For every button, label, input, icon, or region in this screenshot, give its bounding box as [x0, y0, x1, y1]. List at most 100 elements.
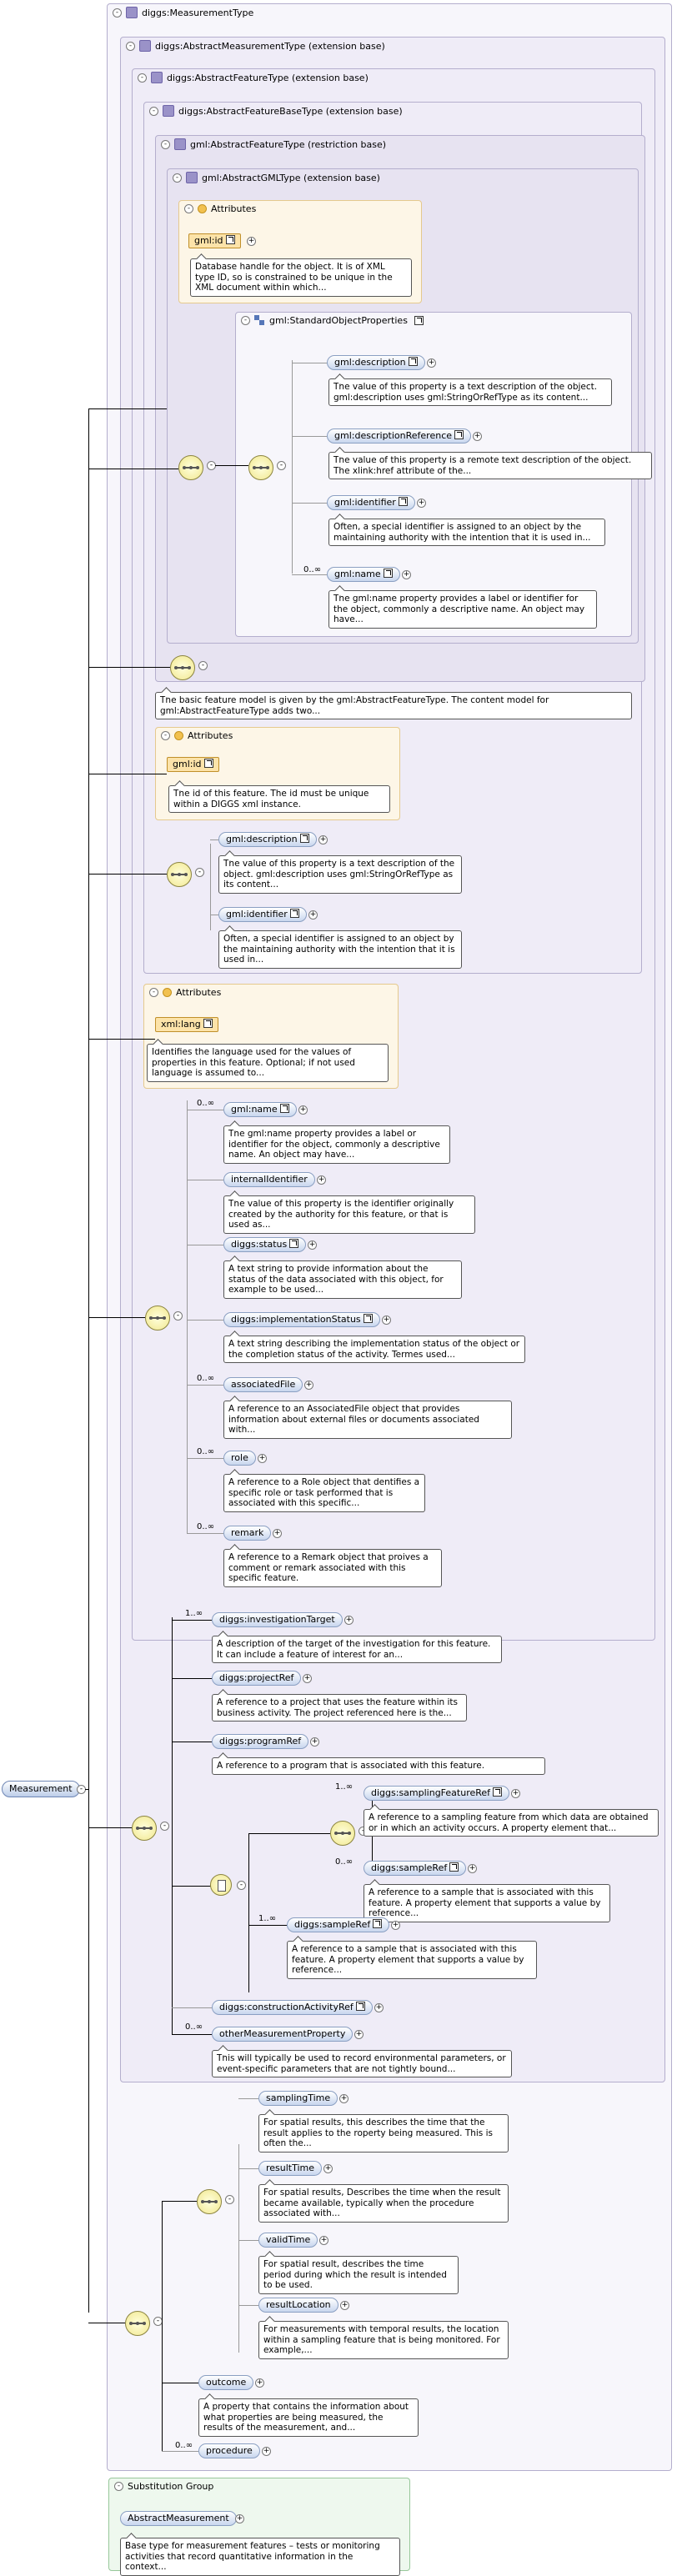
choice-compositor-icon[interactable] [210, 1874, 232, 1896]
sequence-compositor-icon[interactable] [145, 1306, 170, 1331]
expand-toggle[interactable]: + [319, 2236, 328, 2245]
std-prop-1[interactable]: gml:descriptionReference [327, 428, 472, 444]
attribute-xml-lang[interactable]: xml:lang [155, 1017, 218, 1032]
sequence-compositor-icon[interactable] [167, 862, 192, 887]
std-prop-2[interactable]: gml:identifier [327, 495, 415, 510]
connector-line [238, 2168, 258, 2169]
collapse-toggle[interactable]: - [184, 204, 193, 213]
substitution-abstract-measurement[interactable]: AbstractMeasurement [120, 2511, 237, 2526]
expand-toggle[interactable]: + [273, 1529, 282, 1538]
expand-toggle[interactable]: + [340, 2301, 349, 2310]
expand-toggle[interactable]: + [310, 1737, 319, 1747]
feature-prop-1[interactable]: internalIdentifier [223, 1172, 315, 1187]
expand-toggle[interactable]: + [323, 2164, 333, 2173]
expand-toggle[interactable]: - [173, 1311, 183, 1321]
feature-prop-0[interactable]: gml:name [223, 1102, 297, 1117]
measurement-prop-2[interactable]: diggs:programRef [212, 1734, 309, 1749]
std-prop-3[interactable]: gml:name [327, 567, 400, 582]
sequence-compositor-icon[interactable] [330, 1821, 355, 1846]
doc-choice-prop-1: A reference to a sample that is associat… [364, 1884, 610, 1922]
root-element-measurement[interactable]: Measurement [2, 1781, 80, 1797]
expand-toggle[interactable]: + [255, 2378, 264, 2388]
expand-toggle[interactable]: - [225, 2195, 234, 2204]
collapse-toggle[interactable]: - [138, 73, 147, 83]
feature-prop-4[interactable]: associatedFile [223, 1377, 303, 1392]
expand-toggle[interactable]: + [308, 1240, 317, 1250]
expand-toggle[interactable]: + [339, 2094, 349, 2103]
base-prop-1[interactable]: gml:identifier [218, 907, 307, 922]
expand-toggle[interactable]: + [303, 1674, 312, 1683]
expand-toggle[interactable]: + [258, 1454, 267, 1463]
choice-prop-1[interactable]: diggs:sampleRef [364, 1861, 467, 1876]
expand-toggle[interactable]: + [247, 237, 256, 246]
outcome-element[interactable]: outcome [198, 2375, 254, 2390]
collapse-toggle[interactable]: - [149, 106, 158, 116]
expand-toggle[interactable]: + [298, 1105, 308, 1115]
time-prop-0[interactable]: samplingTime [258, 2091, 338, 2106]
collapse-toggle[interactable]: - [126, 41, 135, 51]
feature-prop-3[interactable]: diggs:implementationStatus [223, 1312, 380, 1327]
connector-line [162, 2201, 197, 2202]
collapse-toggle[interactable]: - [241, 316, 250, 325]
collapse-toggle[interactable]: - [149, 988, 158, 997]
expand-toggle[interactable]: + [317, 1175, 326, 1185]
sequence-compositor-icon[interactable] [248, 455, 273, 480]
expand-toggle[interactable]: + [402, 570, 411, 579]
sequence-compositor-icon[interactable] [178, 455, 203, 480]
base-prop-0[interactable]: gml:description [218, 832, 317, 847]
time-prop-2[interactable]: validTime [258, 2233, 318, 2248]
collapse-toggle[interactable]: - [173, 173, 182, 183]
expand-toggle[interactable]: + [382, 1316, 391, 1325]
choice-prop-0[interactable]: diggs:samplingFeatureRef [364, 1786, 510, 1801]
expand-toggle[interactable]: - [195, 868, 204, 877]
after-choice-0[interactable]: diggs:constructionActivityRef [212, 2000, 373, 2015]
attribute-diggs-gml-id[interactable]: gml:id [167, 757, 219, 772]
doc-after-choice-1: This will typically be used to record en… [212, 2050, 512, 2077]
expand-toggle[interactable]: + [473, 432, 482, 441]
expand-toggle[interactable]: + [354, 2030, 364, 2039]
expand-toggle[interactable]: - [160, 1822, 169, 1831]
expand-toggle[interactable]: + [391, 1921, 400, 1930]
attribute-group-icon [174, 731, 183, 740]
collapse-toggle[interactable]: - [114, 2482, 123, 2491]
expand-toggle[interactable]: - [237, 1881, 246, 1890]
sequence-compositor-icon[interactable] [170, 655, 195, 680]
expand-toggle[interactable]: - [198, 661, 208, 670]
feature-prop-5[interactable]: role [223, 1451, 256, 1466]
expand-toggle[interactable]: + [374, 2003, 384, 2012]
measurement-prop-0[interactable]: diggs:investigationTarget [212, 1612, 343, 1627]
expand-toggle[interactable]: + [417, 499, 426, 508]
measurement-prop-1[interactable]: diggs:projectRef [212, 1671, 302, 1686]
expand-toggle[interactable]: + [511, 1789, 520, 1798]
attributes-label: Attributes [176, 987, 222, 998]
expand-toggle[interactable]: - [277, 461, 286, 470]
feature-prop-6[interactable]: remark [223, 1526, 272, 1541]
choice-prop-2[interactable]: diggs:sampleRef [287, 1917, 390, 1932]
collapse-toggle[interactable]: - [161, 139, 170, 149]
sequence-compositor-icon[interactable] [125, 2311, 150, 2336]
time-prop-1[interactable]: resultTime [258, 2161, 323, 2176]
std-prop-0[interactable]: gml:description [327, 355, 425, 370]
expand-toggle[interactable]: + [308, 910, 318, 920]
collapse-toggle[interactable]: - [113, 8, 122, 18]
procedure-element[interactable]: procedure [198, 2443, 260, 2458]
feature-prop-2[interactable]: diggs:status [223, 1237, 307, 1252]
multiplicity-label: 0..∞ [197, 1522, 215, 1531]
doc-measurement-prop-1: A reference to a project that uses the f… [212, 1694, 467, 1722]
connector-line [238, 2098, 258, 2099]
expand-toggle[interactable]: + [304, 1381, 313, 1390]
attribute-gml-id[interactable]: gml:id [188, 233, 241, 248]
expand-toggle[interactable]: + [468, 1864, 477, 1873]
sequence-compositor-icon[interactable] [197, 2189, 222, 2214]
sequence-compositor-icon[interactable] [132, 1816, 157, 1841]
expand-toggle[interactable]: + [427, 358, 436, 368]
connector-line [88, 874, 167, 875]
collapse-toggle[interactable]: - [161, 731, 170, 740]
expand-toggle[interactable]: + [344, 1616, 354, 1625]
expand-toggle[interactable]: + [262, 2447, 271, 2456]
connector-line [88, 408, 155, 409]
expand-toggle[interactable]: + [235, 2514, 244, 2523]
after-choice-1[interactable]: otherMeasurementProperty [212, 2027, 354, 2042]
expand-toggle[interactable]: + [318, 835, 328, 844]
time-prop-3[interactable]: resultLocation [258, 2298, 338, 2313]
